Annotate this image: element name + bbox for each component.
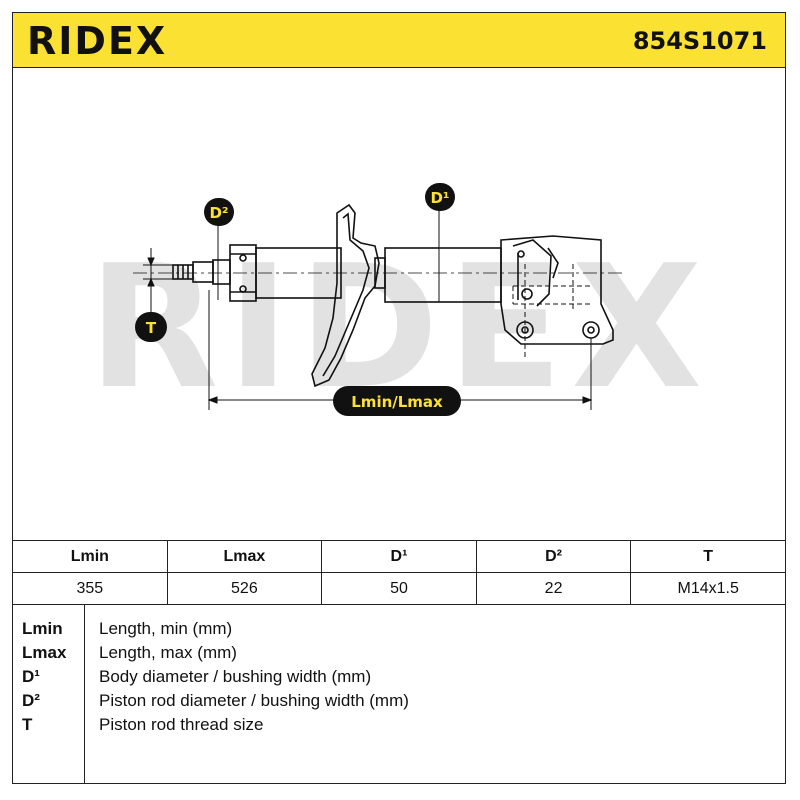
dimension-lines bbox=[143, 210, 593, 410]
spec-header-d1: D¹ bbox=[321, 540, 477, 573]
callout-d2: D² bbox=[204, 198, 234, 226]
spec-header-t: T bbox=[630, 540, 786, 573]
callout-d2-label: D² bbox=[209, 204, 228, 222]
spec-header-lmin: Lmin bbox=[12, 540, 168, 573]
spec-table-value-row: 355 526 50 22 M14x1.5 bbox=[12, 572, 786, 605]
spec-table: Lmin Lmax D¹ D² T 355 526 50 22 M14x1.5 bbox=[12, 540, 786, 605]
legend-desc: Piston rod diameter / bushing width (mm) bbox=[99, 691, 409, 710]
legend-key: T bbox=[22, 715, 33, 734]
spec-value-d1: 50 bbox=[321, 572, 477, 605]
spec-value-t: M14x1.5 bbox=[630, 572, 786, 605]
hidden-lines bbox=[512, 264, 593, 358]
part-number: 854S1071 bbox=[632, 27, 767, 55]
callout-d1: D¹ bbox=[425, 183, 455, 211]
spec-value-lmin: 355 bbox=[12, 572, 168, 605]
callout-length-label: Lmin/Lmax bbox=[351, 393, 443, 411]
spec-header-d2: D² bbox=[475, 540, 632, 573]
legend-desc: Body diameter / bushing width (mm) bbox=[99, 667, 372, 686]
spec-header-lmax: Lmax bbox=[166, 540, 323, 573]
legend-desc: Piston rod thread size bbox=[99, 715, 264, 734]
knuckle-bracket bbox=[500, 235, 614, 345]
spring-seat bbox=[311, 203, 380, 388]
legend-key: Lmax bbox=[22, 643, 67, 662]
shock-absorber-drawing: RIDEX bbox=[88, 183, 702, 427]
brand-logo: RIDEX bbox=[27, 19, 168, 63]
legend-item: Lmin Length, min (mm) bbox=[12, 619, 786, 643]
legend-key: D¹ bbox=[22, 667, 40, 686]
callout-t: T bbox=[135, 312, 167, 342]
legend-item: T Piston rod thread size bbox=[12, 715, 786, 739]
legend-desc: Length, min (mm) bbox=[99, 619, 233, 638]
legend-item: D¹ Body diameter / bushing width (mm) bbox=[12, 667, 786, 691]
header-bar: RIDEX 854S1071 bbox=[12, 12, 786, 68]
callout-d1-label: D¹ bbox=[430, 189, 449, 207]
legend-key: Lmin bbox=[22, 619, 63, 638]
spec-value-lmax: 526 bbox=[166, 572, 323, 605]
legend-item: D² Piston rod diameter / bushing width (… bbox=[12, 691, 786, 715]
callout-t-label: T bbox=[146, 319, 157, 337]
legend-divider bbox=[84, 605, 85, 784]
legend-desc: Length, max (mm) bbox=[99, 643, 237, 662]
spec-table-header-row: Lmin Lmax D¹ D² T bbox=[12, 540, 786, 573]
callout-length: Lmin/Lmax bbox=[333, 386, 461, 416]
spec-value-d2: 22 bbox=[475, 572, 632, 605]
legend-item: Lmax Length, max (mm) bbox=[12, 643, 786, 667]
legend-key: D² bbox=[22, 691, 40, 710]
legend: Lmin Length, min (mm) Lmax Length, max (… bbox=[12, 605, 786, 784]
